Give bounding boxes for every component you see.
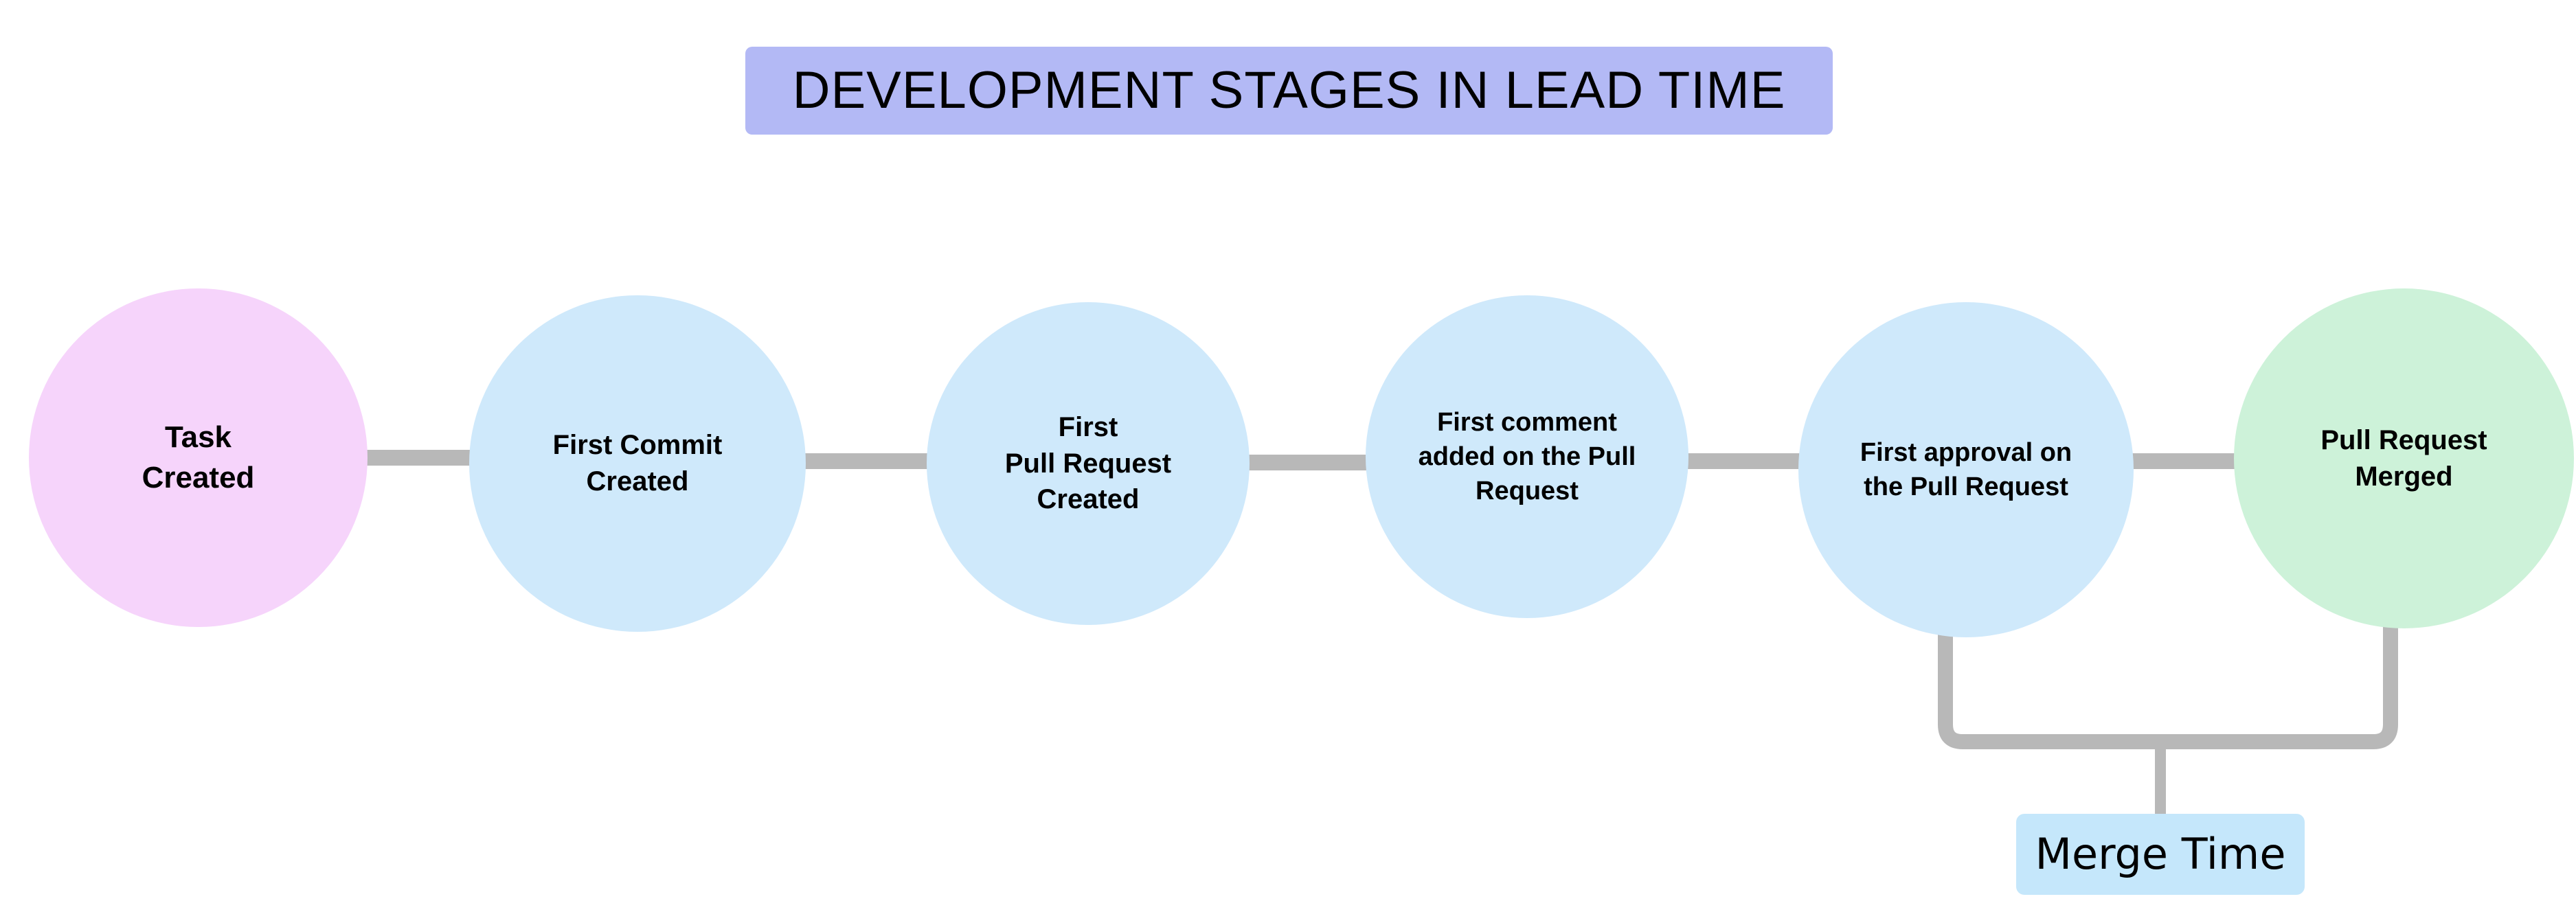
merge-time-label: Merge Time xyxy=(2035,829,2286,879)
stage-node-first-comment-on-pull-request[interactable]: First comment added on the Pull Request xyxy=(1366,295,1688,618)
connector-comment-to-approval xyxy=(1662,453,1834,469)
stage-node-pull-request-merged[interactable]: Pull Request Merged xyxy=(2234,288,2574,628)
stage-node-first-approval-on-pull-request[interactable]: First approval on the Pull Request xyxy=(1798,302,2134,637)
stage-label-first-approval-on-pull-request: First approval on the Pull Request xyxy=(1860,437,2072,501)
connector-commit-to-pr xyxy=(783,453,955,469)
merge-time-chip[interactable]: Merge Time xyxy=(2016,814,2305,895)
stage-node-first-commit-created[interactable]: First Commit Created xyxy=(469,295,806,632)
stage-label-first-pull-request-created: First Pull Request Created xyxy=(1004,411,1172,515)
stage-label-pull-request-merged: Pull Request Merged xyxy=(2320,424,2487,492)
page-title: DEVELOPMENT STAGES IN LEAD TIME xyxy=(792,61,1786,119)
stage-node-first-pull-request-created[interactable]: First Pull Request Created xyxy=(927,302,1250,625)
connector-pr-to-comment xyxy=(1223,455,1394,470)
stage-label-first-commit-created: First Commit Created xyxy=(552,430,723,497)
connector-approval-to-merged xyxy=(2102,453,2274,469)
stage-label-task-created: Task Created xyxy=(142,420,255,494)
diagram-title-banner: DEVELOPMENT STAGES IN LEAD TIME xyxy=(745,47,1833,135)
merge-time-bracket xyxy=(1938,622,2398,824)
stage-label-first-comment-on-pull-request: First comment added on the Pull Request xyxy=(1418,407,1636,506)
stage-node-task-created[interactable]: Task Created xyxy=(29,288,368,627)
